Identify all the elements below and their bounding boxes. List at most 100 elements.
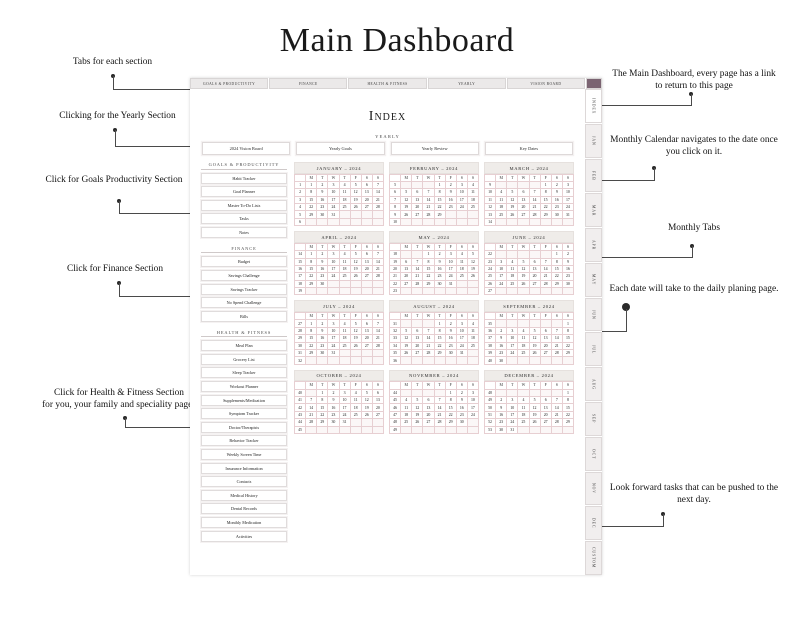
calendar-day-cell[interactable]: 8 <box>305 326 318 336</box>
calendar-day-cell[interactable]: 6 <box>371 388 385 398</box>
calendar-day-cell[interactable]: 6 <box>400 257 413 266</box>
calendar-day-cell[interactable]: 27 <box>360 203 373 212</box>
calendar-day-cell[interactable]: 18 <box>338 195 351 205</box>
calendar-day-cell[interactable]: 5 <box>506 188 519 197</box>
calendar-day-cell[interactable]: 13 <box>371 395 385 405</box>
calendar-day-cell[interactable]: 8 <box>561 326 575 336</box>
calendar-day-cell[interactable]: 10 <box>455 326 468 336</box>
calendar-day-cell[interactable]: 9 <box>561 257 575 266</box>
calendar-day-cell[interactable]: 27 <box>360 341 373 350</box>
calendar-day-cell[interactable]: 26 <box>466 272 480 281</box>
calendar-day-cell[interactable]: 21 <box>305 410 318 420</box>
calendar-day-cell[interactable]: 5 <box>411 395 424 405</box>
section-link-bills[interactable]: Bills <box>201 310 287 322</box>
calendar-day-cell[interactable]: 19 <box>360 403 373 412</box>
calendar-day-cell[interactable]: 24 <box>561 203 575 212</box>
calendar-day-cell[interactable]: 29 <box>305 348 318 358</box>
calendar-day-cell[interactable]: 4 <box>506 257 519 266</box>
calendar-day-cell[interactable]: 23 <box>316 203 329 212</box>
calendar-day-cell[interactable]: 9 <box>433 257 446 266</box>
calendar-day-cell[interactable]: 28 <box>371 203 385 212</box>
calendar-day-cell[interactable]: 9 <box>495 334 508 343</box>
section-link-behavior-tracker[interactable]: Behavior Tracker <box>201 435 287 447</box>
calendar-day-cell[interactable]: 15 <box>422 264 435 274</box>
calendar-day-cell[interactable]: 3 <box>327 180 340 190</box>
calendar-day-cell[interactable]: 5 <box>400 326 413 336</box>
calendar-day-cell[interactable]: 12 <box>360 395 373 405</box>
calendar-day-cell[interactable]: 21 <box>422 203 435 212</box>
calendar-day-cell[interactable]: 4 <box>455 250 468 259</box>
calendar-day-cell[interactable]: 19 <box>466 264 480 274</box>
calendar-day-cell[interactable]: 9 <box>455 395 468 405</box>
calendar-day-cell[interactable]: 21 <box>371 195 385 205</box>
calendar-day-cell[interactable]: 2 <box>495 326 508 336</box>
calendar-day-cell[interactable]: 11 <box>466 188 480 197</box>
calendar-day-cell[interactable]: 12 <box>411 403 424 412</box>
calendar-day-cell[interactable]: 5 <box>360 388 373 398</box>
calendar-day-cell[interactable]: 27 <box>517 210 530 219</box>
calendar-day-cell[interactable]: 16 <box>455 403 468 412</box>
section-link-weekly-screen-time[interactable]: Weekly Screen Time <box>201 449 287 460</box>
calendar-day-cell[interactable]: 31 <box>327 210 340 219</box>
yearly-button-yearly-review[interactable]: Yearly Review <box>390 142 479 155</box>
calendar-day-cell[interactable]: 5 <box>466 250 480 259</box>
calendar-day-cell[interactable]: 29 <box>539 210 552 219</box>
calendar-day-cell[interactable]: 13 <box>528 264 541 274</box>
calendar-day-cell[interactable]: 27 <box>400 279 413 289</box>
calendar-day-cell[interactable]: 9 <box>444 326 457 336</box>
calendar-day-cell[interactable]: 24 <box>506 348 519 358</box>
calendar-day-cell[interactable]: 16 <box>433 264 446 274</box>
calendar-day-cell[interactable]: 12 <box>349 188 362 197</box>
calendar-day-cell[interactable]: 16 <box>316 334 329 343</box>
yearly-button-key-dates[interactable]: Key Dates <box>484 142 573 155</box>
calendar-day-cell[interactable]: 23 <box>561 272 575 281</box>
calendar-day-cell[interactable]: 14 <box>433 403 446 412</box>
calendar-day-cell[interactable]: 6 <box>360 319 373 328</box>
calendar-day-cell[interactable]: 3 <box>506 326 519 336</box>
calendar-day-cell[interactable]: 20 <box>422 410 435 420</box>
calendar-day-cell[interactable]: 1 <box>422 250 435 259</box>
side-tab-jan[interactable]: Jan <box>585 123 602 158</box>
calendar-day-cell[interactable]: 27 <box>411 210 424 219</box>
calendar-day-cell[interactable]: 13 <box>360 257 373 266</box>
calendar-day-cell[interactable]: 2 <box>327 388 340 398</box>
calendar-day-cell[interactable]: 21 <box>371 264 385 274</box>
calendar-day-cell[interactable]: 31 <box>444 279 457 289</box>
calendar-day-cell[interactable]: 23 <box>455 410 468 420</box>
calendar-day-cell[interactable]: 21 <box>550 410 563 420</box>
section-link-dental-records[interactable]: Dental Records <box>201 503 287 515</box>
section-link-contacts[interactable]: Contacts <box>201 476 287 488</box>
calendar-day-cell[interactable]: 10 <box>327 326 340 336</box>
calendar-day-cell[interactable]: 30 <box>316 210 329 219</box>
calendar-day-cell[interactable]: 6 <box>360 250 373 259</box>
calendar-day-cell[interactable]: 24 <box>495 279 508 289</box>
calendar-day-cell[interactable]: 19 <box>411 410 424 420</box>
calendar-day-cell[interactable]: 2 <box>444 180 457 190</box>
calendar-day-cell[interactable]: 13 <box>360 326 373 336</box>
calendar-day-cell[interactable]: 17 <box>338 403 351 412</box>
calendar-day-cell[interactable]: 4 <box>338 250 351 259</box>
calendar-day-cell[interactable]: 24 <box>327 203 340 212</box>
calendar-day-cell[interactable]: 7 <box>528 188 541 197</box>
calendar-day-cell[interactable]: 5 <box>349 180 362 190</box>
calendar-day-cell[interactable]: 13 <box>517 195 530 205</box>
calendar-day-cell[interactable]: 15 <box>305 334 318 343</box>
calendar-day-cell[interactable]: 4 <box>400 395 413 405</box>
calendar-day-cell[interactable]: 9 <box>495 403 508 412</box>
calendar-day-cell[interactable]: 13 <box>422 403 435 412</box>
calendar-day-cell[interactable]: 19 <box>349 334 362 343</box>
calendar-day-cell[interactable]: 29 <box>433 348 446 358</box>
calendar-day-cell[interactable]: 18 <box>338 264 351 274</box>
calendar-day-cell[interactable]: 25 <box>338 203 351 212</box>
calendar-day-cell[interactable]: 7 <box>371 180 385 190</box>
section-link-habit-tracker[interactable]: Habit Tracker <box>201 172 287 184</box>
calendar-day-cell[interactable]: 7 <box>550 395 563 405</box>
calendar-day-cell[interactable]: 21 <box>433 410 446 420</box>
calendar-day-cell[interactable]: 25 <box>455 272 468 281</box>
calendar-day-cell[interactable]: 14 <box>422 334 435 343</box>
section-link-savings-challenge[interactable]: Savings Challenge <box>201 269 287 281</box>
section-link-master-to-do-lists[interactable]: Master To-Do Lists <box>201 199 287 211</box>
calendar-day-cell[interactable]: 15 <box>561 403 575 412</box>
calendar-day-cell[interactable]: 22 <box>444 410 457 420</box>
yearly-button-yearly-goals[interactable]: Yearly Goals <box>296 142 385 155</box>
